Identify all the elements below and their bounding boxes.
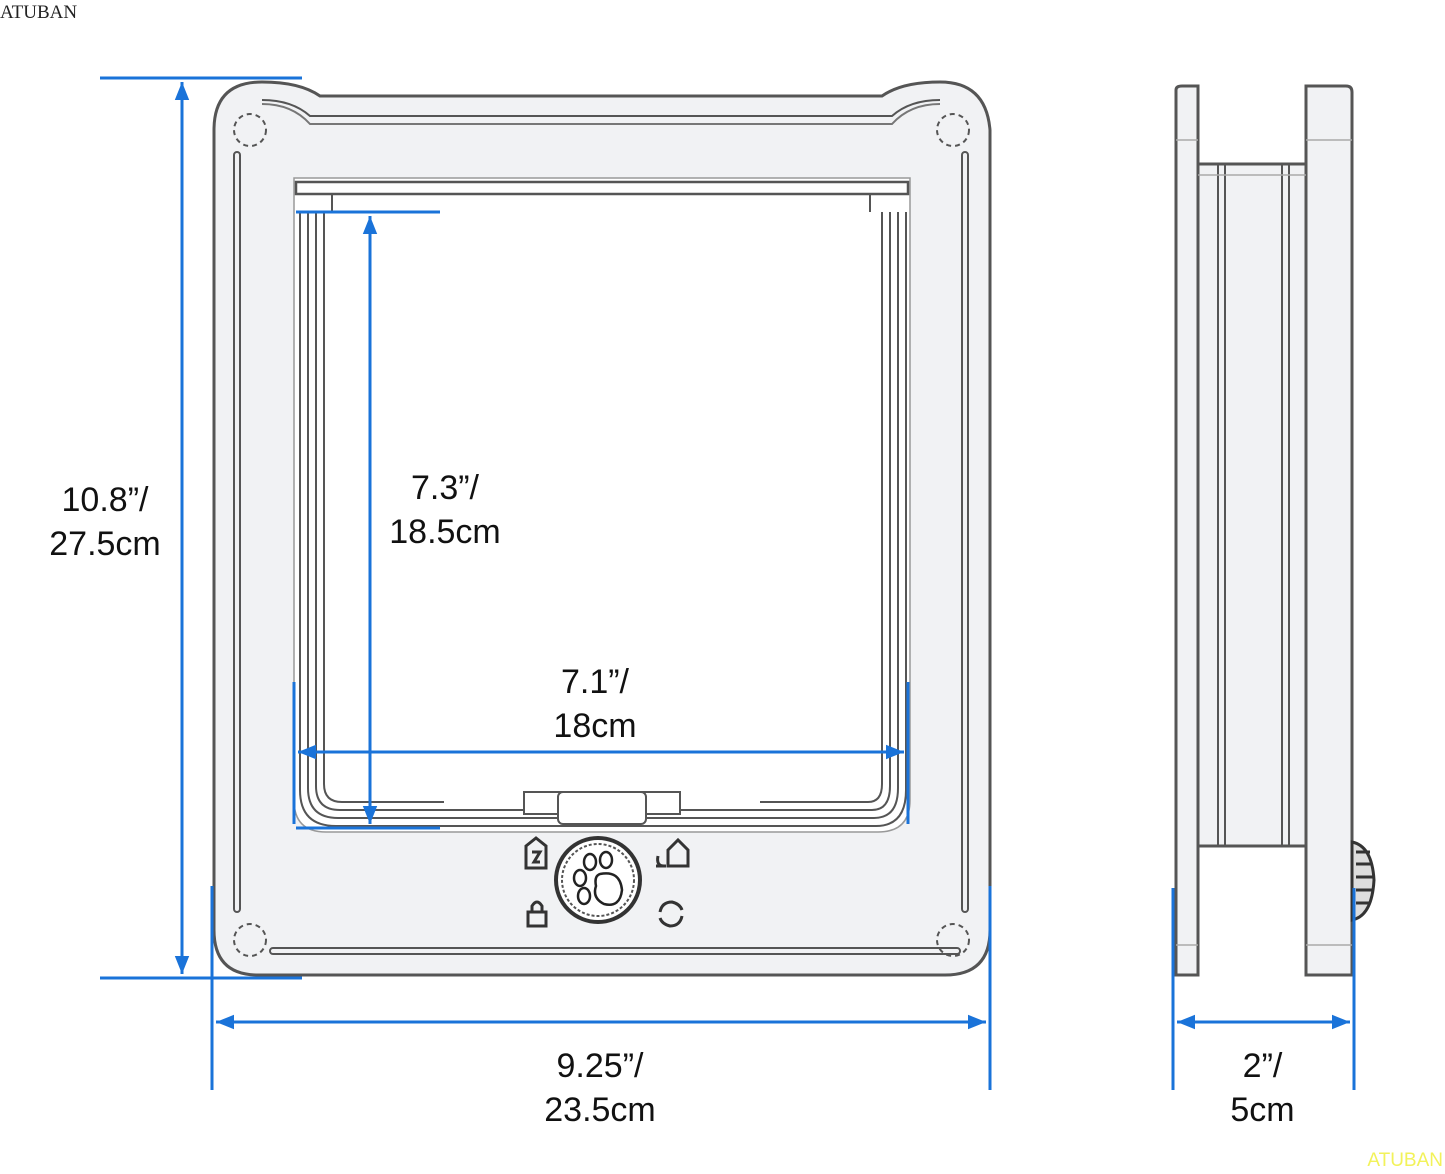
side-dial-knob — [1350, 840, 1376, 922]
screw-hole-icon — [233, 113, 267, 147]
overall-height-imperial: 10.8”/ — [61, 481, 149, 519]
opening-height-metric: 18.5cm — [389, 513, 501, 551]
depth-metric: 5cm — [1230, 1091, 1295, 1129]
overall-height-metric: 27.5cm — [49, 525, 161, 563]
opening-width-metric: 18cm — [553, 707, 637, 745]
opening-width-imperial: 7.1”/ — [560, 663, 630, 701]
open-both-ways-icon — [658, 900, 684, 928]
out-only-icon — [656, 837, 690, 868]
locked-icon — [526, 900, 548, 928]
overall-width-label: 9.25”/ 23.5cm — [520, 1044, 680, 1132]
watermark-bottom: ATUBAN — [1367, 1150, 1443, 1171]
overall-width-metric: 23.5cm — [544, 1091, 656, 1129]
side-view — [1174, 84, 1354, 977]
overall-height-label: 10.8”/ 27.5cm — [30, 478, 180, 566]
screw-hole-icon — [233, 923, 267, 957]
screw-hole-icon — [936, 113, 970, 147]
paw-print-icon — [572, 850, 624, 906]
opening-height-imperial: 7.3”/ — [410, 469, 480, 507]
overall-width-imperial: 9.25”/ — [556, 1047, 644, 1085]
depth-label: 2”/ 5cm — [1200, 1044, 1325, 1132]
depth-imperial: 2”/ — [1242, 1047, 1283, 1085]
in-only-icon — [524, 836, 548, 870]
opening-height-label: 7.3”/ 18.5cm — [370, 466, 520, 554]
watermark-top: ATUBAN — [0, 2, 78, 23]
screw-hole-icon — [936, 923, 970, 957]
lock-dial — [524, 836, 690, 928]
dimension-lines — [100, 76, 1356, 1090]
door-opening — [293, 177, 911, 833]
opening-width-label: 7.1”/ 18cm — [520, 660, 670, 748]
